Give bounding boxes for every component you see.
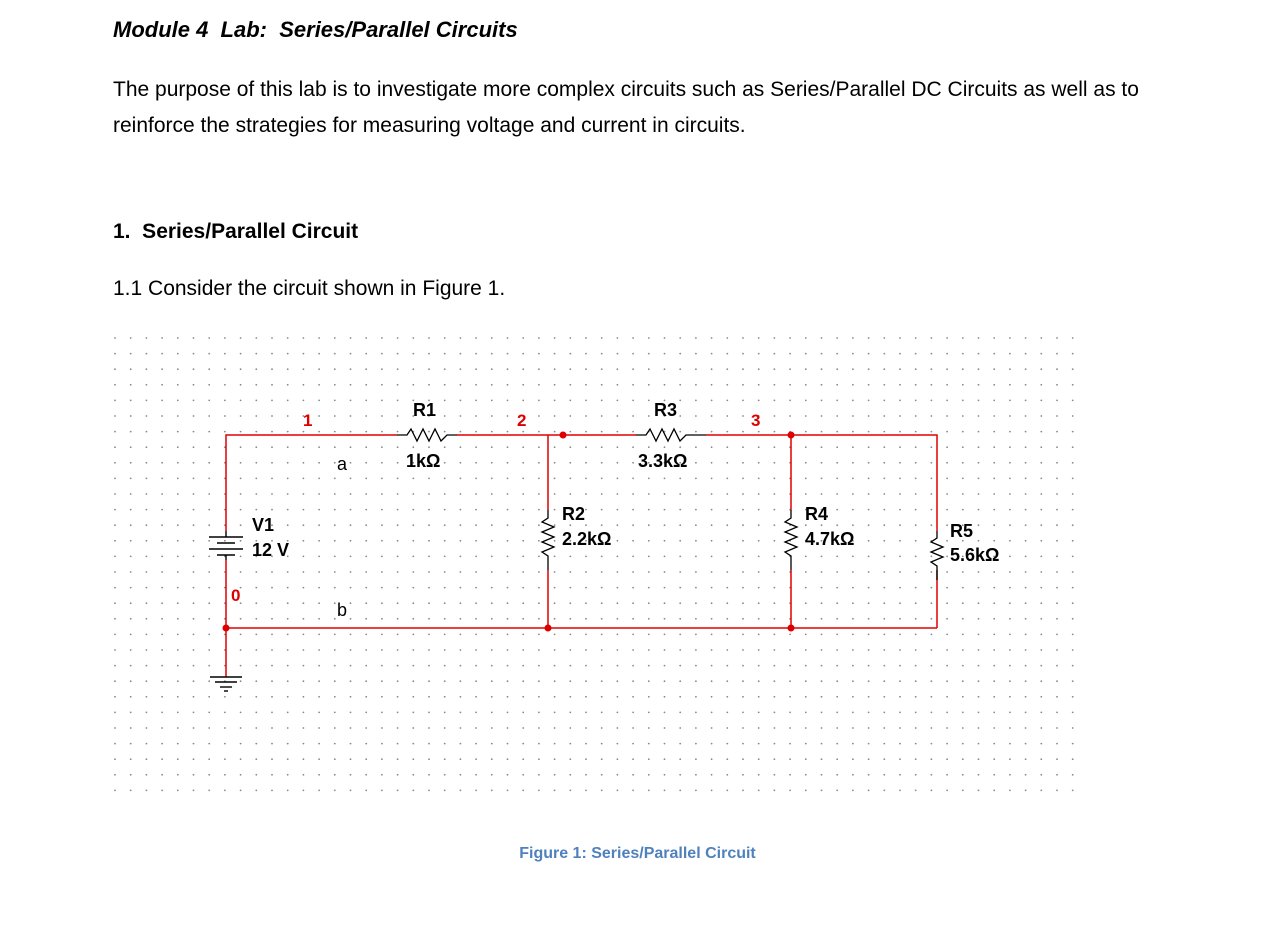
node-label-0: 0 [231,586,240,605]
r2-value: 2.2kΩ [562,529,611,549]
ground-symbol [210,676,242,692]
junction-node2 [559,431,567,439]
step-text: 1.1 Consider the circuit shown in Figure… [113,277,506,300]
resistor-r5-symbol [929,531,945,580]
intro-paragraph: The purpose of this lab is to investigat… [113,78,1139,137]
wire-top-left [225,434,397,531]
point-label-a: a [337,454,348,474]
node-label-1: 1 [303,411,312,430]
document-title: Module 4 Lab: Series/Parallel Circuits [113,17,518,42]
resistor-r1-symbol [397,427,457,443]
junction-bottom-left [222,624,230,632]
wire-ground-return [225,560,937,629]
r3-name: R3 [654,400,677,420]
junction-bottom-r4 [787,624,795,632]
battery-symbol [209,531,243,560]
r4-value: 4.7kΩ [805,529,854,549]
point-label-b: b [337,600,347,620]
node-label-2: 2 [517,411,526,430]
resistor-r2-symbol [540,510,556,570]
junction-node3 [787,431,795,439]
r2-name: R2 [562,504,585,524]
junction-bottom-r2 [544,624,552,632]
r5-name: R5 [950,521,973,541]
r5-value: 5.6kΩ [950,545,999,565]
grid-dots [114,337,1074,792]
wire-r3-r5 [706,434,938,531]
node-label-3: 3 [751,411,760,430]
v1-value: 12 V [252,540,289,560]
resistor-r3-symbol [636,427,706,443]
r3-value: 3.3kΩ [638,451,687,471]
junctions [222,431,795,632]
r1-name: R1 [413,400,436,420]
circuit-schematic: 1 2 3 0 a b V1 12 V R1 1kΩ R3 3.3kΩ R2 2… [114,337,1074,792]
section-heading: 1. Series/Parallel Circuit [113,220,359,243]
resistor-r4-symbol [783,510,799,570]
figure-caption: Figure 1: Series/Parallel Circuit [519,845,756,862]
v1-name: V1 [252,515,274,535]
wires [225,434,938,677]
r4-name: R4 [805,504,828,524]
resistor-symbols [397,427,945,580]
r1-value: 1kΩ [406,451,440,471]
